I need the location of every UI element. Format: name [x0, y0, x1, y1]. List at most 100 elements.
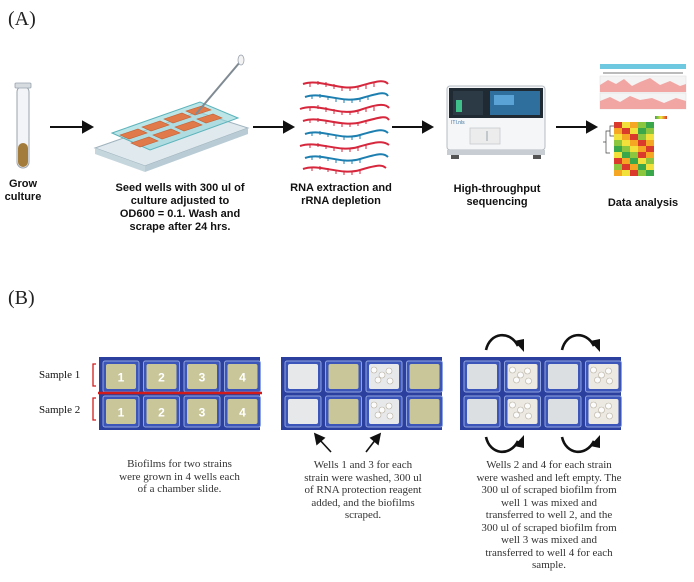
heatmap-cell	[630, 164, 638, 170]
flow-arrows	[50, 120, 599, 134]
heatmap-cell	[646, 164, 654, 170]
heatmap-cell	[646, 134, 654, 140]
biofilm-clump	[378, 406, 386, 414]
caption-line: transferred to well 2, and the	[485, 509, 613, 521]
heatmap-cell	[614, 164, 622, 170]
caption-line: 300 ul of scraped biofilm from	[481, 484, 617, 496]
heatmap-cell	[614, 134, 622, 140]
biofilm-clump	[517, 406, 524, 414]
well-contents	[106, 364, 136, 389]
caption-line: 300 ul of scraped biofilm from	[481, 521, 617, 534]
biofilm-clump	[370, 401, 378, 409]
sample-2-label: Sample 2	[39, 404, 81, 416]
heatmap-cell	[630, 122, 638, 128]
wash-arrows	[313, 432, 382, 453]
well-number: 4	[239, 406, 246, 420]
step-line: Grow	[8, 178, 38, 190]
biofilm-clump	[590, 366, 597, 374]
caption-line: scraped.	[344, 509, 382, 521]
heatmap-cell	[622, 164, 630, 170]
transfer-arrowheads	[514, 339, 600, 448]
biofilm-clump	[594, 376, 601, 384]
biofilm-clump	[606, 412, 613, 420]
well-contents	[187, 399, 217, 424]
well-contents	[328, 364, 359, 389]
step-grow-culture: Grow culture	[0, 178, 46, 204]
step-line: High-throughput	[453, 183, 541, 195]
well-contents	[328, 399, 359, 424]
step-line: Data analysis	[607, 197, 679, 209]
step-line: OD600 = 0.1. Wash and	[119, 208, 241, 220]
biofilm-clump	[386, 377, 394, 385]
caption-line: were washed and left empty. The	[476, 471, 622, 484]
caption-line: well 1 was mixed and	[501, 496, 597, 509]
heatmap-cell	[638, 128, 646, 134]
heatmap-cell	[614, 170, 622, 176]
well-contents	[288, 399, 318, 424]
heatmap-cell	[646, 128, 654, 134]
panel-b-label: (B)	[8, 287, 35, 309]
heatmap-cell	[646, 170, 654, 176]
step-line: rRNA depletion	[301, 195, 381, 207]
caption-line: transferred to well 4 for each	[485, 546, 613, 559]
caption-line: of RNA protection reagent	[304, 484, 422, 496]
well-number: 1	[118, 406, 125, 420]
well-contents	[227, 364, 258, 389]
biofilm-clump	[517, 371, 524, 379]
well-contents	[409, 399, 440, 424]
step-line: Seed wells with 300 ul of	[115, 182, 245, 194]
step-line: scrape after 24 hrs.	[129, 221, 231, 233]
heatmap-cell	[646, 122, 654, 128]
caption-line: were grown in 4 wells each	[119, 470, 240, 483]
biofilm-clump	[525, 377, 532, 385]
biofilm-clump	[385, 402, 393, 410]
step-data-analysis: Data analysis	[595, 197, 691, 210]
sequencer-brand: ITI.nls	[451, 120, 465, 126]
well-contents	[146, 364, 177, 389]
heatmap-cell	[622, 170, 630, 176]
heatmap-cell	[646, 140, 654, 146]
biofilm-clump	[598, 406, 605, 414]
heatmap-cell	[614, 140, 622, 146]
heatmap-cell	[638, 134, 646, 140]
heatmap-cell	[638, 146, 646, 152]
well-number: 3	[199, 406, 206, 420]
biofilm-clump	[525, 412, 532, 420]
heatmap-cell	[646, 158, 654, 164]
heatmap-cell	[630, 140, 638, 146]
caption-line: added, and the biofilms	[311, 496, 415, 509]
biofilm-clump	[509, 401, 516, 409]
heatmap-cell	[638, 164, 646, 170]
biofilm-clump	[524, 367, 531, 375]
biofilm-clump	[386, 412, 394, 420]
heatmap-cell	[630, 170, 638, 176]
heatmap-cell	[622, 128, 630, 134]
heatmap-cell	[630, 152, 638, 158]
chamber-slide-middle	[281, 357, 443, 430]
biofilm-clump	[385, 367, 393, 375]
genome-track-icon	[599, 64, 687, 110]
caption-line: Biofilms for two strains	[127, 458, 232, 470]
biofilm-clump	[513, 411, 520, 419]
chamber-slide-right	[460, 357, 622, 430]
caption-line: Wells 2 and 4 for each strain	[486, 459, 612, 471]
sequencer-icon	[446, 85, 546, 159]
well-contents	[467, 399, 497, 424]
biofilm-clump	[605, 367, 612, 375]
panel-a-label: (A)	[8, 8, 36, 30]
heatmap-cell	[638, 122, 646, 128]
well-number: 1	[118, 371, 125, 385]
biofilm-clump	[590, 401, 597, 409]
caption-washed-scraped: Wells 1 and 3 for each strain were washe…	[282, 459, 444, 522]
heatmap-cell	[630, 134, 638, 140]
heatmap-cell	[614, 152, 622, 158]
chamber-slide-icon	[93, 54, 250, 172]
well-contents	[227, 399, 258, 424]
biofilm-clump	[370, 366, 378, 374]
biofilm-clump	[605, 402, 612, 410]
heatmap-cell	[614, 146, 622, 152]
heatmap-cell	[630, 146, 638, 152]
biofilm-clump	[374, 376, 382, 384]
caption-line: strain were washed, 300 ul	[304, 471, 422, 484]
step-line: sequencing	[466, 196, 528, 208]
